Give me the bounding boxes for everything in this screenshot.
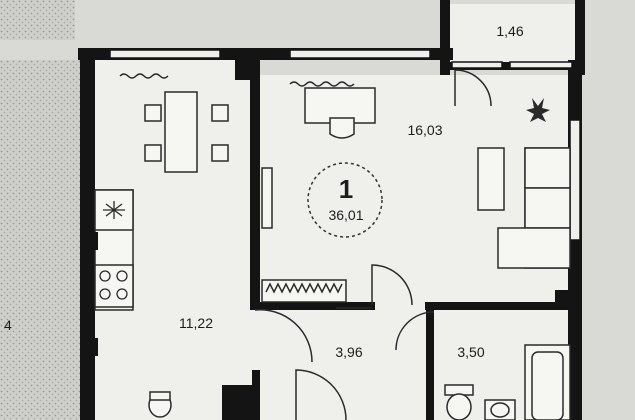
kitchen-counter bbox=[94, 189, 134, 311]
apartment-number: 1 bbox=[339, 174, 353, 204]
neighbor-area bbox=[0, 60, 80, 420]
dining-table bbox=[144, 91, 229, 173]
living-room-area-label: 16,03 bbox=[407, 122, 442, 138]
wardrobe bbox=[261, 279, 347, 303]
bathtub bbox=[524, 344, 571, 420]
neighbor-top-area bbox=[0, 0, 75, 40]
windows bbox=[109, 49, 581, 241]
sink-icon bbox=[103, 201, 125, 219]
plant-icon bbox=[526, 98, 550, 122]
neighbor-area-label: 4 bbox=[4, 317, 12, 333]
radiators bbox=[119, 73, 355, 87]
sink-basin bbox=[484, 399, 516, 420]
bathroom-area-label: 3,50 bbox=[457, 344, 484, 360]
kitchen-area-label: 11,22 bbox=[179, 315, 213, 331]
ventilation-shafts bbox=[80, 232, 573, 356]
desk bbox=[304, 87, 376, 139]
tv-wall-unit bbox=[261, 167, 273, 229]
stove-icon bbox=[99, 270, 128, 300]
sofa bbox=[477, 147, 571, 269]
balcony-area-label: 1,46 bbox=[496, 23, 523, 39]
hallway-area-label: 3,96 bbox=[335, 344, 362, 360]
apartment-total-area: 36,01 bbox=[328, 207, 363, 223]
area-badge bbox=[307, 162, 383, 238]
doors bbox=[254, 69, 492, 420]
toilet-icon bbox=[148, 384, 474, 420]
